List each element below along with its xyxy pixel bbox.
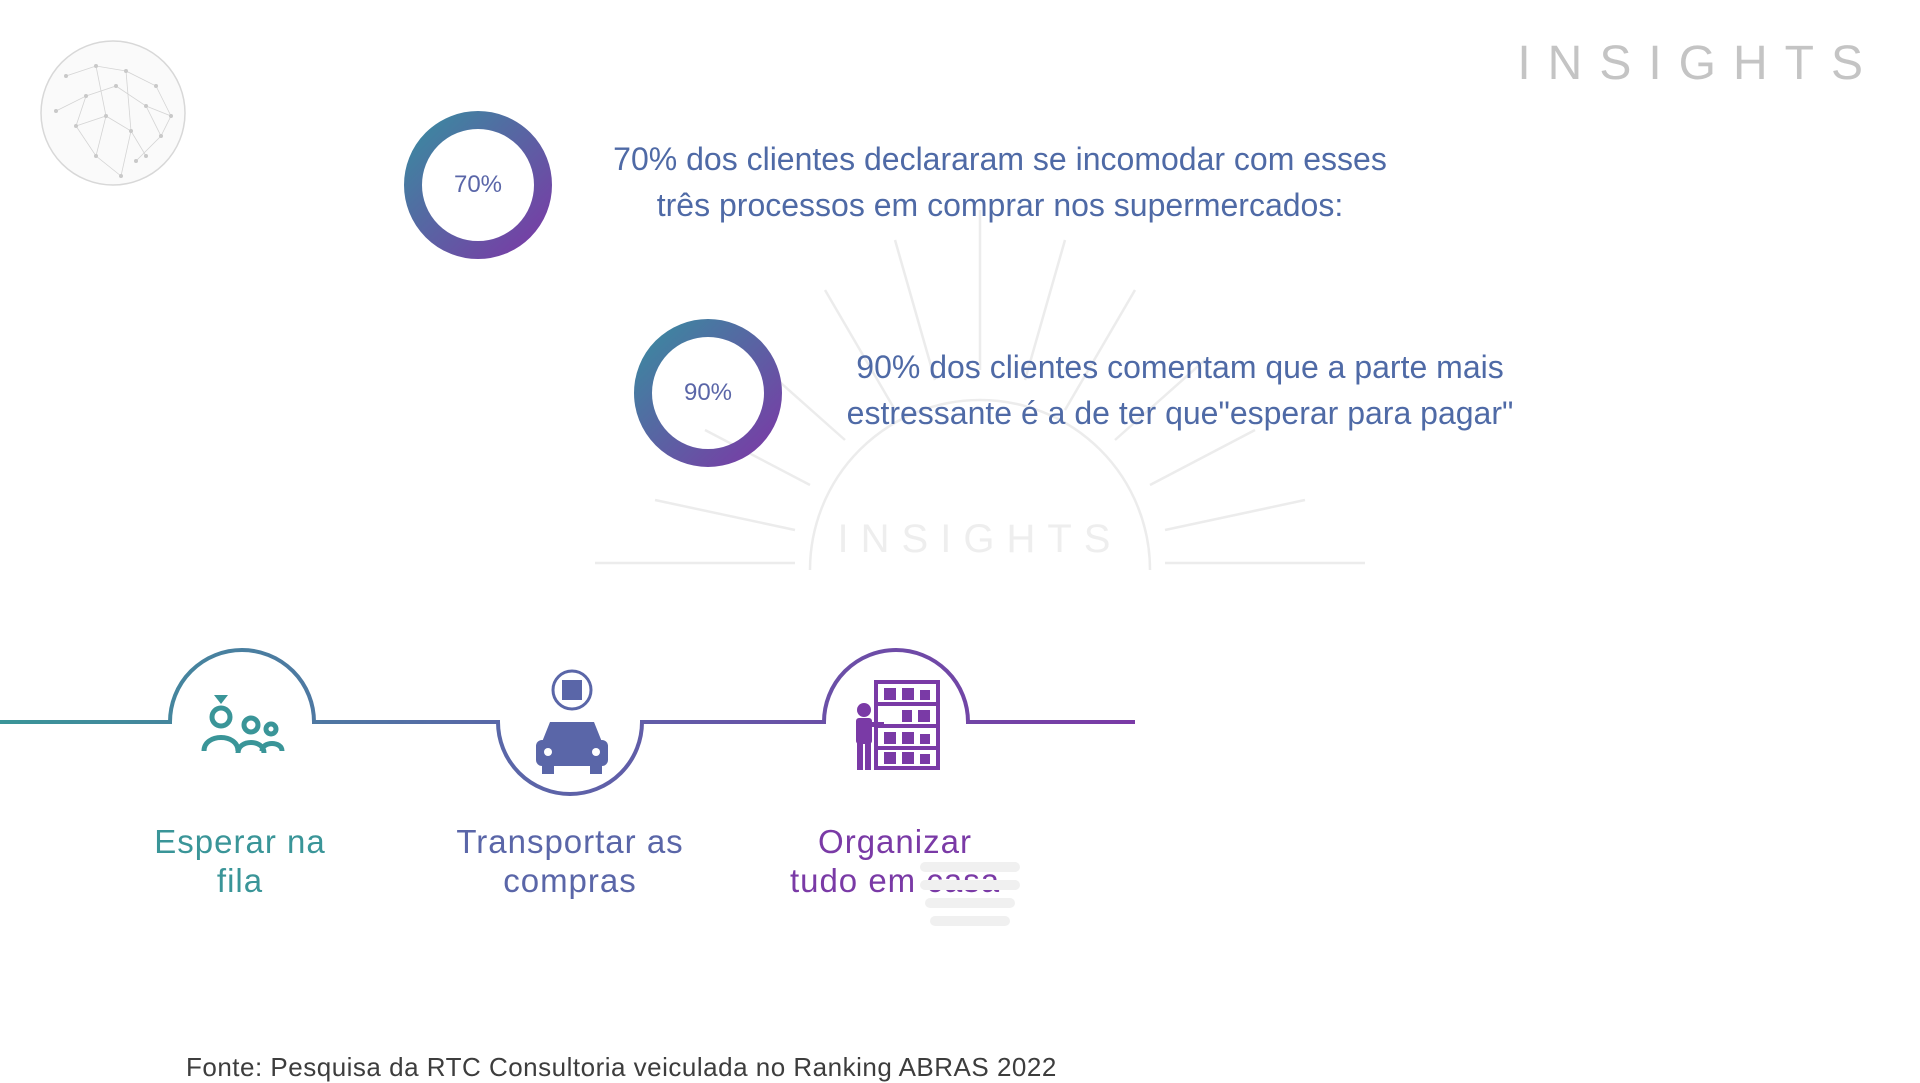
shelf-organize-icon <box>856 680 940 770</box>
globe-icon <box>40 40 186 186</box>
donut-90-label: 90% <box>683 379 733 406</box>
donut-90 <box>634 319 782 467</box>
car-package-icon <box>536 669 608 774</box>
stat-70-text: 70% dos clientes declararam se incomodar… <box>560 136 1440 228</box>
step-esperar-line2: fila <box>216 862 264 899</box>
step-transportar-label: Transportar as compras <box>420 822 720 900</box>
stat-90-text: 90% dos clientes comentam que a parte ma… <box>790 344 1570 436</box>
watermark-text: INSIGHTS <box>838 517 1123 561</box>
step-esperar-label: Esperar na fila <box>100 822 380 900</box>
donut-70 <box>404 111 552 259</box>
step-transportar-line1: Transportar as <box>456 823 684 860</box>
donut-70-label: 70% <box>453 171 503 198</box>
step-organizar-line1: Organizar <box>818 823 972 860</box>
people-queue-icon <box>201 695 285 754</box>
stack-decoration <box>920 862 1020 926</box>
brand-title: INSIGHTS <box>1517 37 1880 90</box>
step-transportar-line2: compras <box>503 862 637 899</box>
source-footnote: Fonte: Pesquisa da RTC Consultoria veicu… <box>186 1052 1057 1082</box>
stat-70-line1: 70% dos clientes declararam se incomodar… <box>613 141 1387 177</box>
stat-70-line2: três processos em comprar nos supermerca… <box>656 187 1344 223</box>
step-esperar-line1: Esperar na <box>154 823 326 860</box>
process-timeline <box>0 648 1135 796</box>
stat-90-line1: 90% dos clientes comentam que a parte ma… <box>856 349 1504 385</box>
stat-90-line2: estressante é a de ter que"esperar para … <box>846 395 1514 431</box>
